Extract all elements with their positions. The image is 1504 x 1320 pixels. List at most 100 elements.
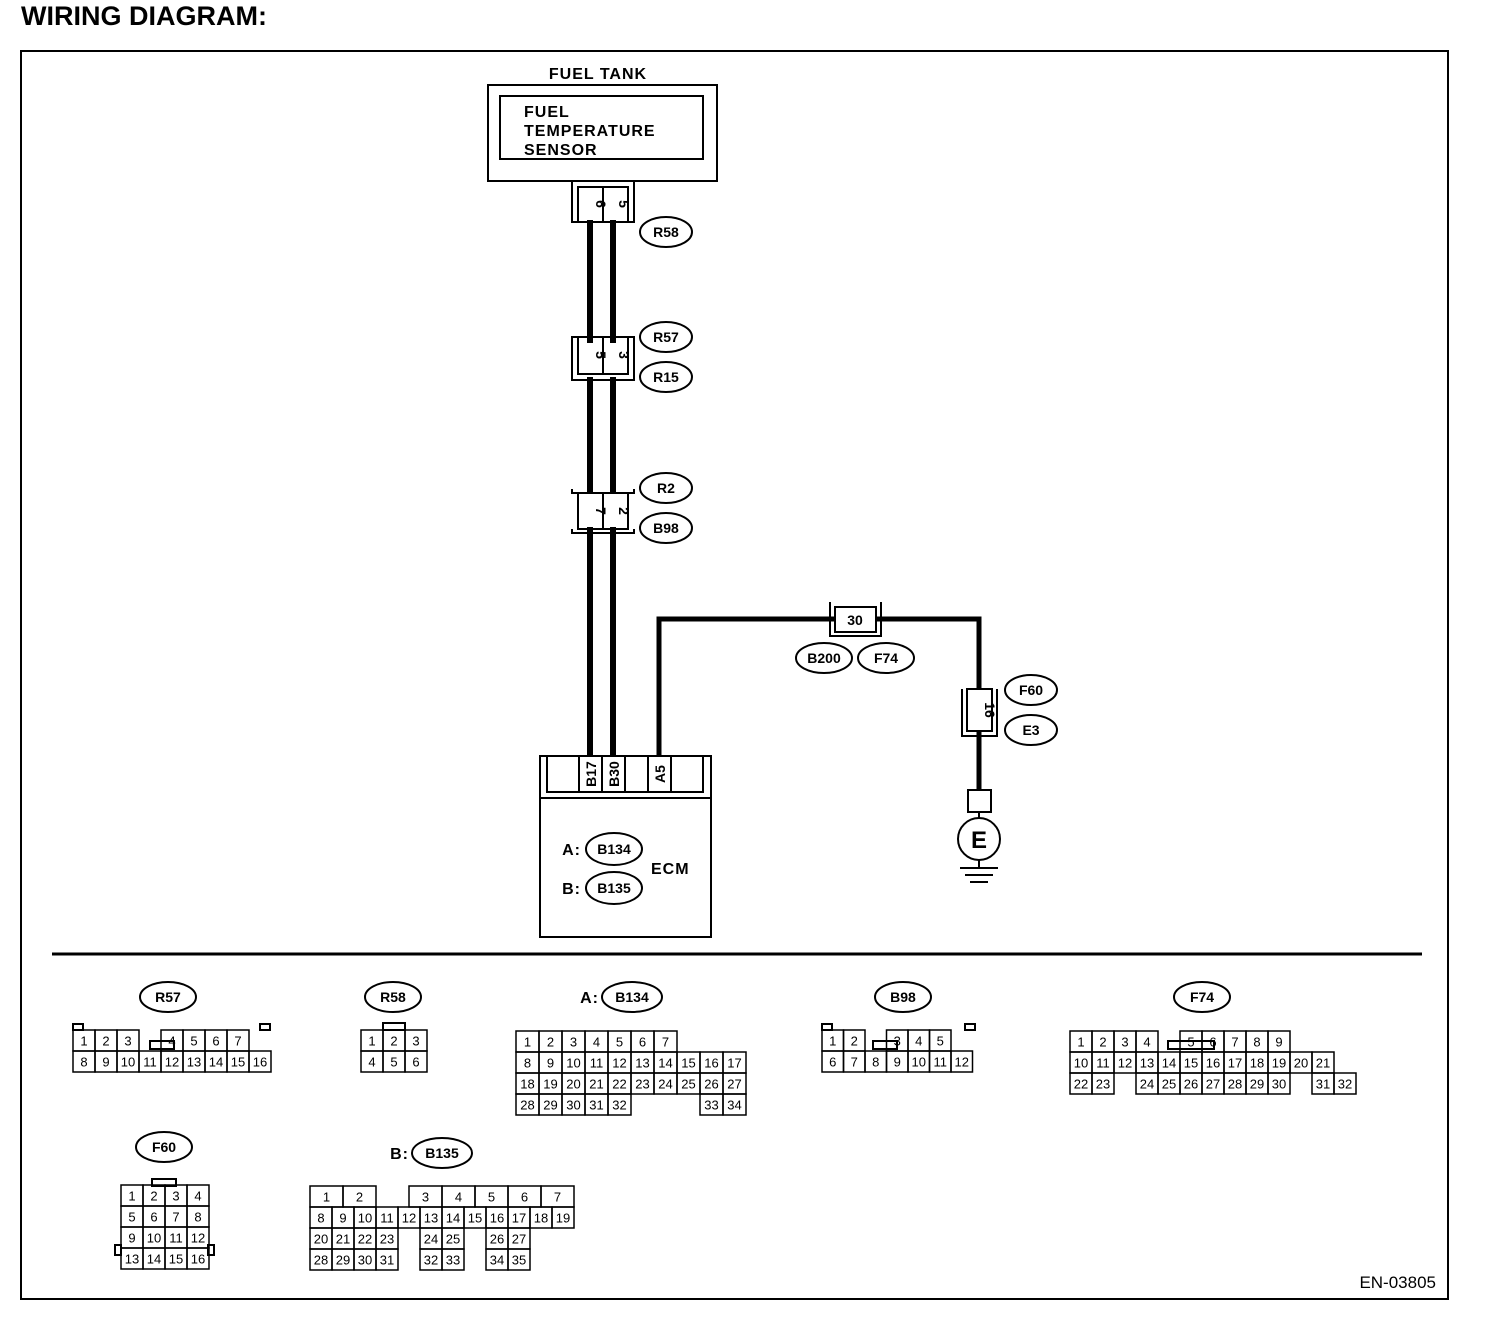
connector-tag: B98 (653, 520, 679, 536)
pin-number: 31 (1316, 1077, 1330, 1092)
pin-number: 13 (187, 1055, 201, 1070)
pin-cell (248, 1050, 272, 1073)
connector-tag: F74 (874, 650, 898, 666)
pin-number: 27 (1206, 1077, 1220, 1092)
sensor-harness (587, 220, 616, 756)
connector-tag: E3 (1022, 722, 1039, 738)
pin-number: 17 (512, 1211, 526, 1226)
legend-tag-b134: B134 (615, 989, 649, 1005)
pin-number: 21 (589, 1077, 603, 1092)
pin-number: 3 (124, 1034, 131, 1049)
legend-tag-f74: F74 (1190, 989, 1214, 1005)
pin-number: 33 (446, 1253, 460, 1268)
connector-pin: 3 (616, 351, 632, 359)
pin-number: 15 (468, 1211, 482, 1226)
pin-number: 13 (1140, 1056, 1154, 1071)
pin-number: 4 (915, 1034, 922, 1049)
pin-number: 6 (412, 1055, 419, 1070)
connector-tag: F60 (1019, 682, 1043, 698)
pin-number: 11 (934, 1055, 948, 1070)
pin-number: 3 (172, 1189, 179, 1204)
pin-number: 16 (191, 1252, 205, 1267)
pin-number: 30 (1272, 1077, 1286, 1092)
pin-number: 11 (380, 1211, 394, 1226)
pin-number: 9 (547, 1056, 554, 1071)
pin-number: 15 (1184, 1056, 1198, 1071)
pin-number: 5 (616, 1035, 623, 1050)
pin-number: 10 (358, 1211, 372, 1226)
pin-number: 6 (639, 1035, 646, 1050)
connector-pin: 30 (847, 612, 863, 628)
pin-number: 8 (872, 1055, 879, 1070)
pin-number: 13 (125, 1252, 139, 1267)
pin-number: 30 (358, 1253, 372, 1268)
legend-tag-b98: B98 (890, 989, 916, 1005)
pin-number: 10 (147, 1231, 161, 1246)
legend-tag-ovals (135, 981, 1231, 1169)
sensor-label-line-1: FUEL (524, 104, 570, 121)
pin-number: 20 (566, 1077, 580, 1092)
pin-number: 2 (356, 1190, 363, 1205)
pin-cell (1267, 1072, 1291, 1095)
ground-wire-2 (876, 616, 982, 689)
pin-number: 27 (512, 1232, 526, 1247)
connector-pin: 6 (593, 200, 609, 208)
pin-number: 22 (612, 1077, 626, 1092)
pin-number: 32 (424, 1253, 438, 1268)
connector-r58-symbol (571, 182, 635, 223)
pin-cell (375, 1248, 399, 1271)
connector-tag: R15 (653, 369, 679, 385)
pin-cell (404, 1050, 428, 1073)
pin-number: 22 (358, 1232, 372, 1247)
connector-f60-e3-symbol (961, 688, 998, 737)
pin-number: 7 (172, 1210, 179, 1225)
pin-number: 7 (851, 1055, 858, 1070)
pin-cell (507, 1248, 531, 1271)
tag-ovals (585, 216, 1058, 905)
pin-number: 20 (1294, 1056, 1308, 1071)
pin-number: 11 (590, 1056, 604, 1071)
pin-number: 7 (554, 1190, 561, 1205)
pin-number: 12 (191, 1231, 205, 1246)
pin-cell (607, 1093, 632, 1116)
ground-symbol (957, 789, 1001, 883)
pin-number: 9 (894, 1055, 901, 1070)
pin-number: 4 (194, 1189, 201, 1204)
legend-tag-r58: R58 (380, 989, 406, 1005)
pin-number: 14 (209, 1055, 223, 1070)
pin-number: 31 (589, 1098, 603, 1113)
fuel-tank-box (487, 84, 718, 182)
pin-number: 1 (829, 1034, 836, 1049)
legend-prefix-b135: B: (390, 1146, 409, 1163)
pin-number: 20 (314, 1232, 328, 1247)
pin-number: 21 (336, 1232, 350, 1247)
pin-number: 14 (446, 1211, 460, 1226)
connector-pin: 2 (616, 507, 632, 515)
legend-tag-f60: F60 (152, 1139, 176, 1155)
pin-number: 13 (635, 1056, 649, 1071)
pin-number: 6 (521, 1190, 528, 1205)
pin-number: 28 (520, 1098, 534, 1113)
connector-pin: 5 (593, 351, 609, 359)
pin-number: 16 (704, 1056, 718, 1071)
pin-number: 24 (1140, 1077, 1154, 1092)
ecm-connector-tag: B134 (597, 841, 631, 857)
diagram-frame (20, 50, 1449, 1300)
pin-number: 1 (368, 1034, 375, 1049)
pin-number: 28 (1228, 1077, 1242, 1092)
pin-number: 35 (512, 1253, 526, 1268)
pin-number: 6 (150, 1210, 157, 1225)
pin-cell (551, 1206, 575, 1229)
connector-tag: B200 (807, 650, 841, 666)
pin-number: 12 (165, 1055, 179, 1070)
pin-number: 26 (704, 1077, 718, 1092)
pin-number: 25 (1162, 1077, 1176, 1092)
pin-number: 25 (446, 1232, 460, 1247)
pin-number: 9 (1275, 1035, 1282, 1050)
